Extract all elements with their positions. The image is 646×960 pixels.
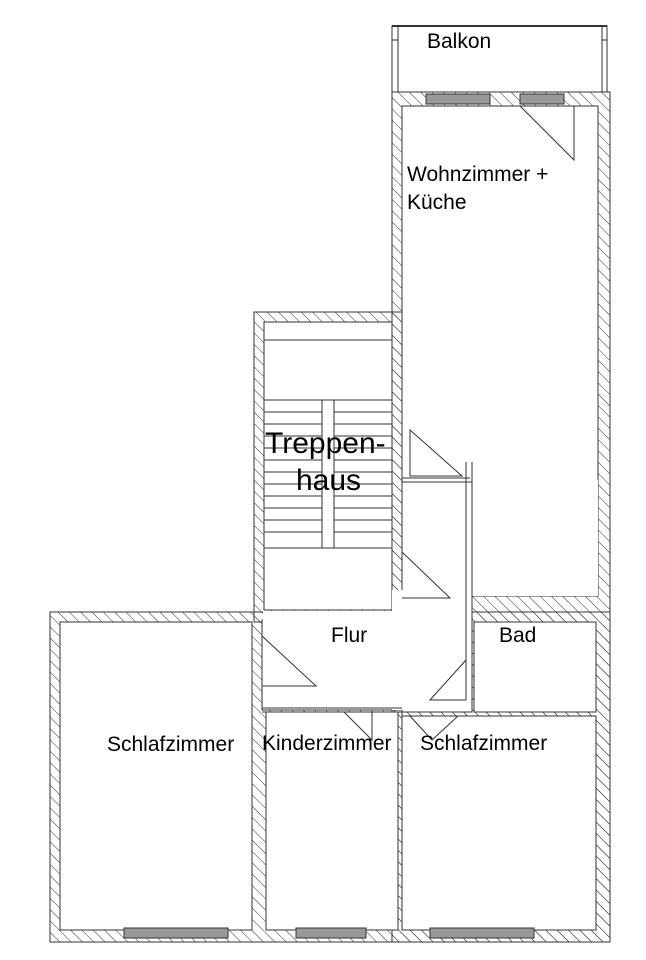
label-flur: Flur — [331, 624, 367, 647]
label-wohnzimmer-line2: Küche — [407, 191, 467, 214]
label-treppenhaus-line2: haus — [296, 464, 361, 497]
balkon-area — [391, 25, 608, 93]
corridor-merge — [263, 590, 472, 710]
room-interiors — [59, 105, 599, 931]
label-balkon: Balkon — [427, 30, 491, 53]
label-wohnzimmer-line1: Wohnzimmer + — [407, 163, 548, 186]
staircase — [264, 339, 392, 549]
label-schlafzimmer-right: Schlafzimmer — [420, 732, 547, 755]
label-kinderzimmer: Kinderzimmer — [262, 732, 392, 755]
room-labels: Balkon Wohnzimmer + Küche Treppen- haus … — [107, 30, 548, 756]
windows — [123, 93, 565, 939]
interior-walls — [262, 462, 473, 930]
label-schlafzimmer-left: Schlafzimmer — [107, 733, 234, 756]
doors — [261, 105, 575, 742]
label-treppenhaus-line1: Treppen- — [265, 427, 386, 460]
label-bad: Bad — [499, 624, 536, 647]
